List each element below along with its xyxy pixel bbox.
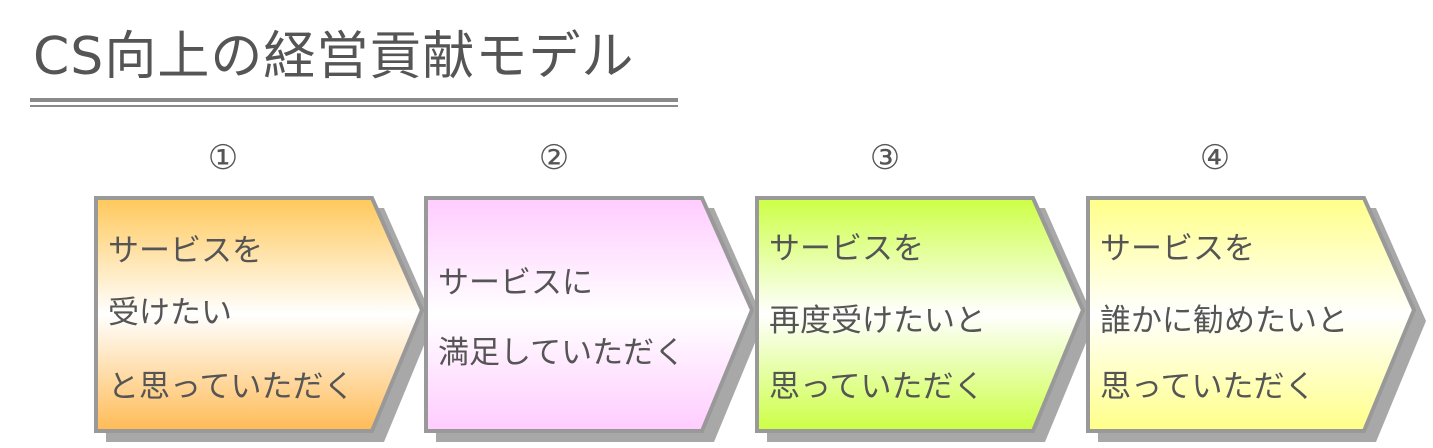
chevron-graphic xyxy=(94,196,434,442)
chevron-graphic xyxy=(1086,196,1426,442)
chevron-shape: サービスに 満足していただく xyxy=(424,196,769,446)
step-line: 受けたい xyxy=(108,295,232,331)
step-line: 誰かに勧めたいと xyxy=(1100,303,1348,339)
chevron-graphic xyxy=(755,196,1095,442)
step-line: 思っていただく xyxy=(769,369,985,405)
step-number: ③ xyxy=(869,138,901,178)
step-number: ④ xyxy=(1199,138,1231,178)
step-number: ① xyxy=(207,138,239,178)
page-title: CS向上の経営貢献モデル xyxy=(33,27,635,87)
chevron-shape: サービスを 受けたい と思っていただく xyxy=(94,196,439,446)
step-line: と思っていただく xyxy=(108,369,355,405)
chevron-graphic xyxy=(424,196,764,442)
step-line: 思っていただく xyxy=(1100,369,1316,405)
step-line: サービスを xyxy=(108,233,263,269)
title-underline xyxy=(30,98,678,108)
step-number: ② xyxy=(538,138,570,178)
step-line: サービスに xyxy=(438,265,593,301)
step-line: 満足していただく xyxy=(438,335,686,371)
chevron-shape: サービスを 再度受けたいと 思っていただく xyxy=(755,196,1100,446)
step-line: サービスを xyxy=(769,231,924,267)
chevron-shape: サービスを 誰かに勧めたいと 思っていただく xyxy=(1086,196,1431,446)
step-line: 再度受けたいと xyxy=(769,303,986,339)
step-line: サービスを xyxy=(1100,231,1255,267)
